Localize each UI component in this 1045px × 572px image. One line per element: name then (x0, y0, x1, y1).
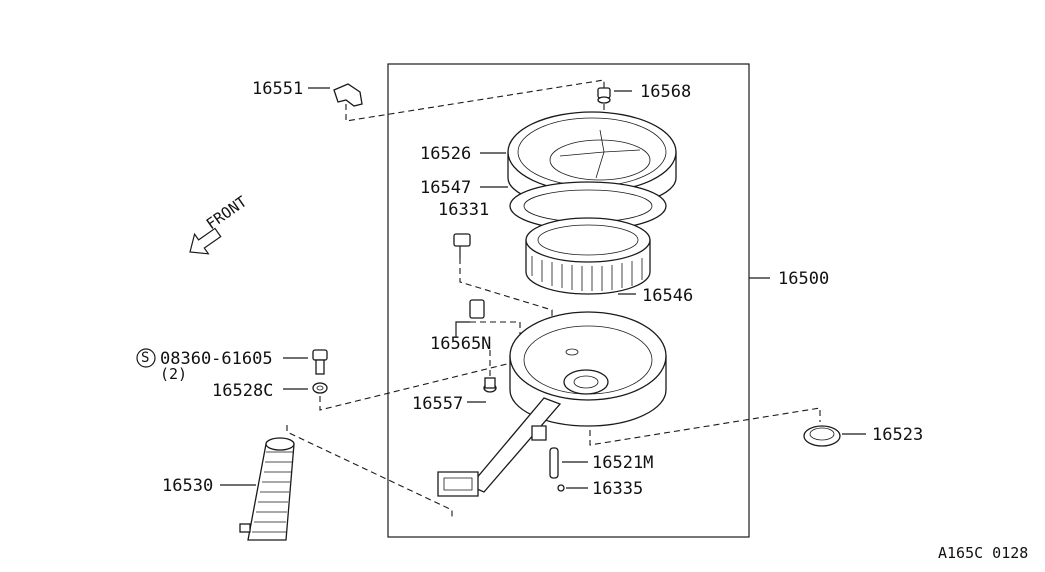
element-16546 (525, 217, 651, 295)
washer-16528c (312, 382, 328, 394)
callout-16523: 16523 (872, 425, 924, 445)
clip-16335 (557, 484, 565, 492)
callout-screw-quantity: (2) (160, 365, 188, 383)
callout-16521m: 16521M (592, 453, 654, 473)
gasket-16547 (509, 181, 667, 231)
duct-16530 (239, 437, 295, 541)
wing-nut-16568 (597, 87, 611, 104)
block-16565n (469, 299, 485, 319)
callout-16546: 16546 (642, 286, 694, 306)
housing-body (437, 311, 667, 497)
seal-16523 (803, 425, 841, 447)
standard-part-symbol-icon (136, 348, 156, 368)
callout-16547: 16547 (420, 178, 472, 198)
leader-lines (220, 87, 866, 489)
callout-16331: 16331 (438, 200, 490, 220)
grommet-16557 (483, 377, 497, 393)
assembly-frame (387, 63, 750, 538)
figure-code: A165C 0128 (938, 544, 1029, 562)
callout-16557: 16557 (412, 394, 464, 414)
callout-16530: 16530 (162, 476, 214, 496)
callout-16500: 16500 (778, 269, 830, 289)
callout-16335: 16335 (592, 479, 644, 499)
standard-part-symbol-letter: S (141, 350, 150, 366)
clip-16551 (333, 83, 363, 107)
screw-08360 (312, 349, 328, 375)
hose-16521m (549, 447, 559, 479)
callout-16526: 16526 (420, 144, 472, 164)
callout-16528c: 16528C (212, 381, 274, 401)
callout-08360-61605: 08360-61605 (160, 349, 273, 369)
callout-16568: 16568 (640, 82, 692, 102)
callout-16565n: 16565N (430, 334, 492, 354)
callout-16551: 16551 (252, 79, 304, 99)
front-arrow-icon (189, 227, 222, 255)
sensor-16331 (453, 233, 471, 258)
